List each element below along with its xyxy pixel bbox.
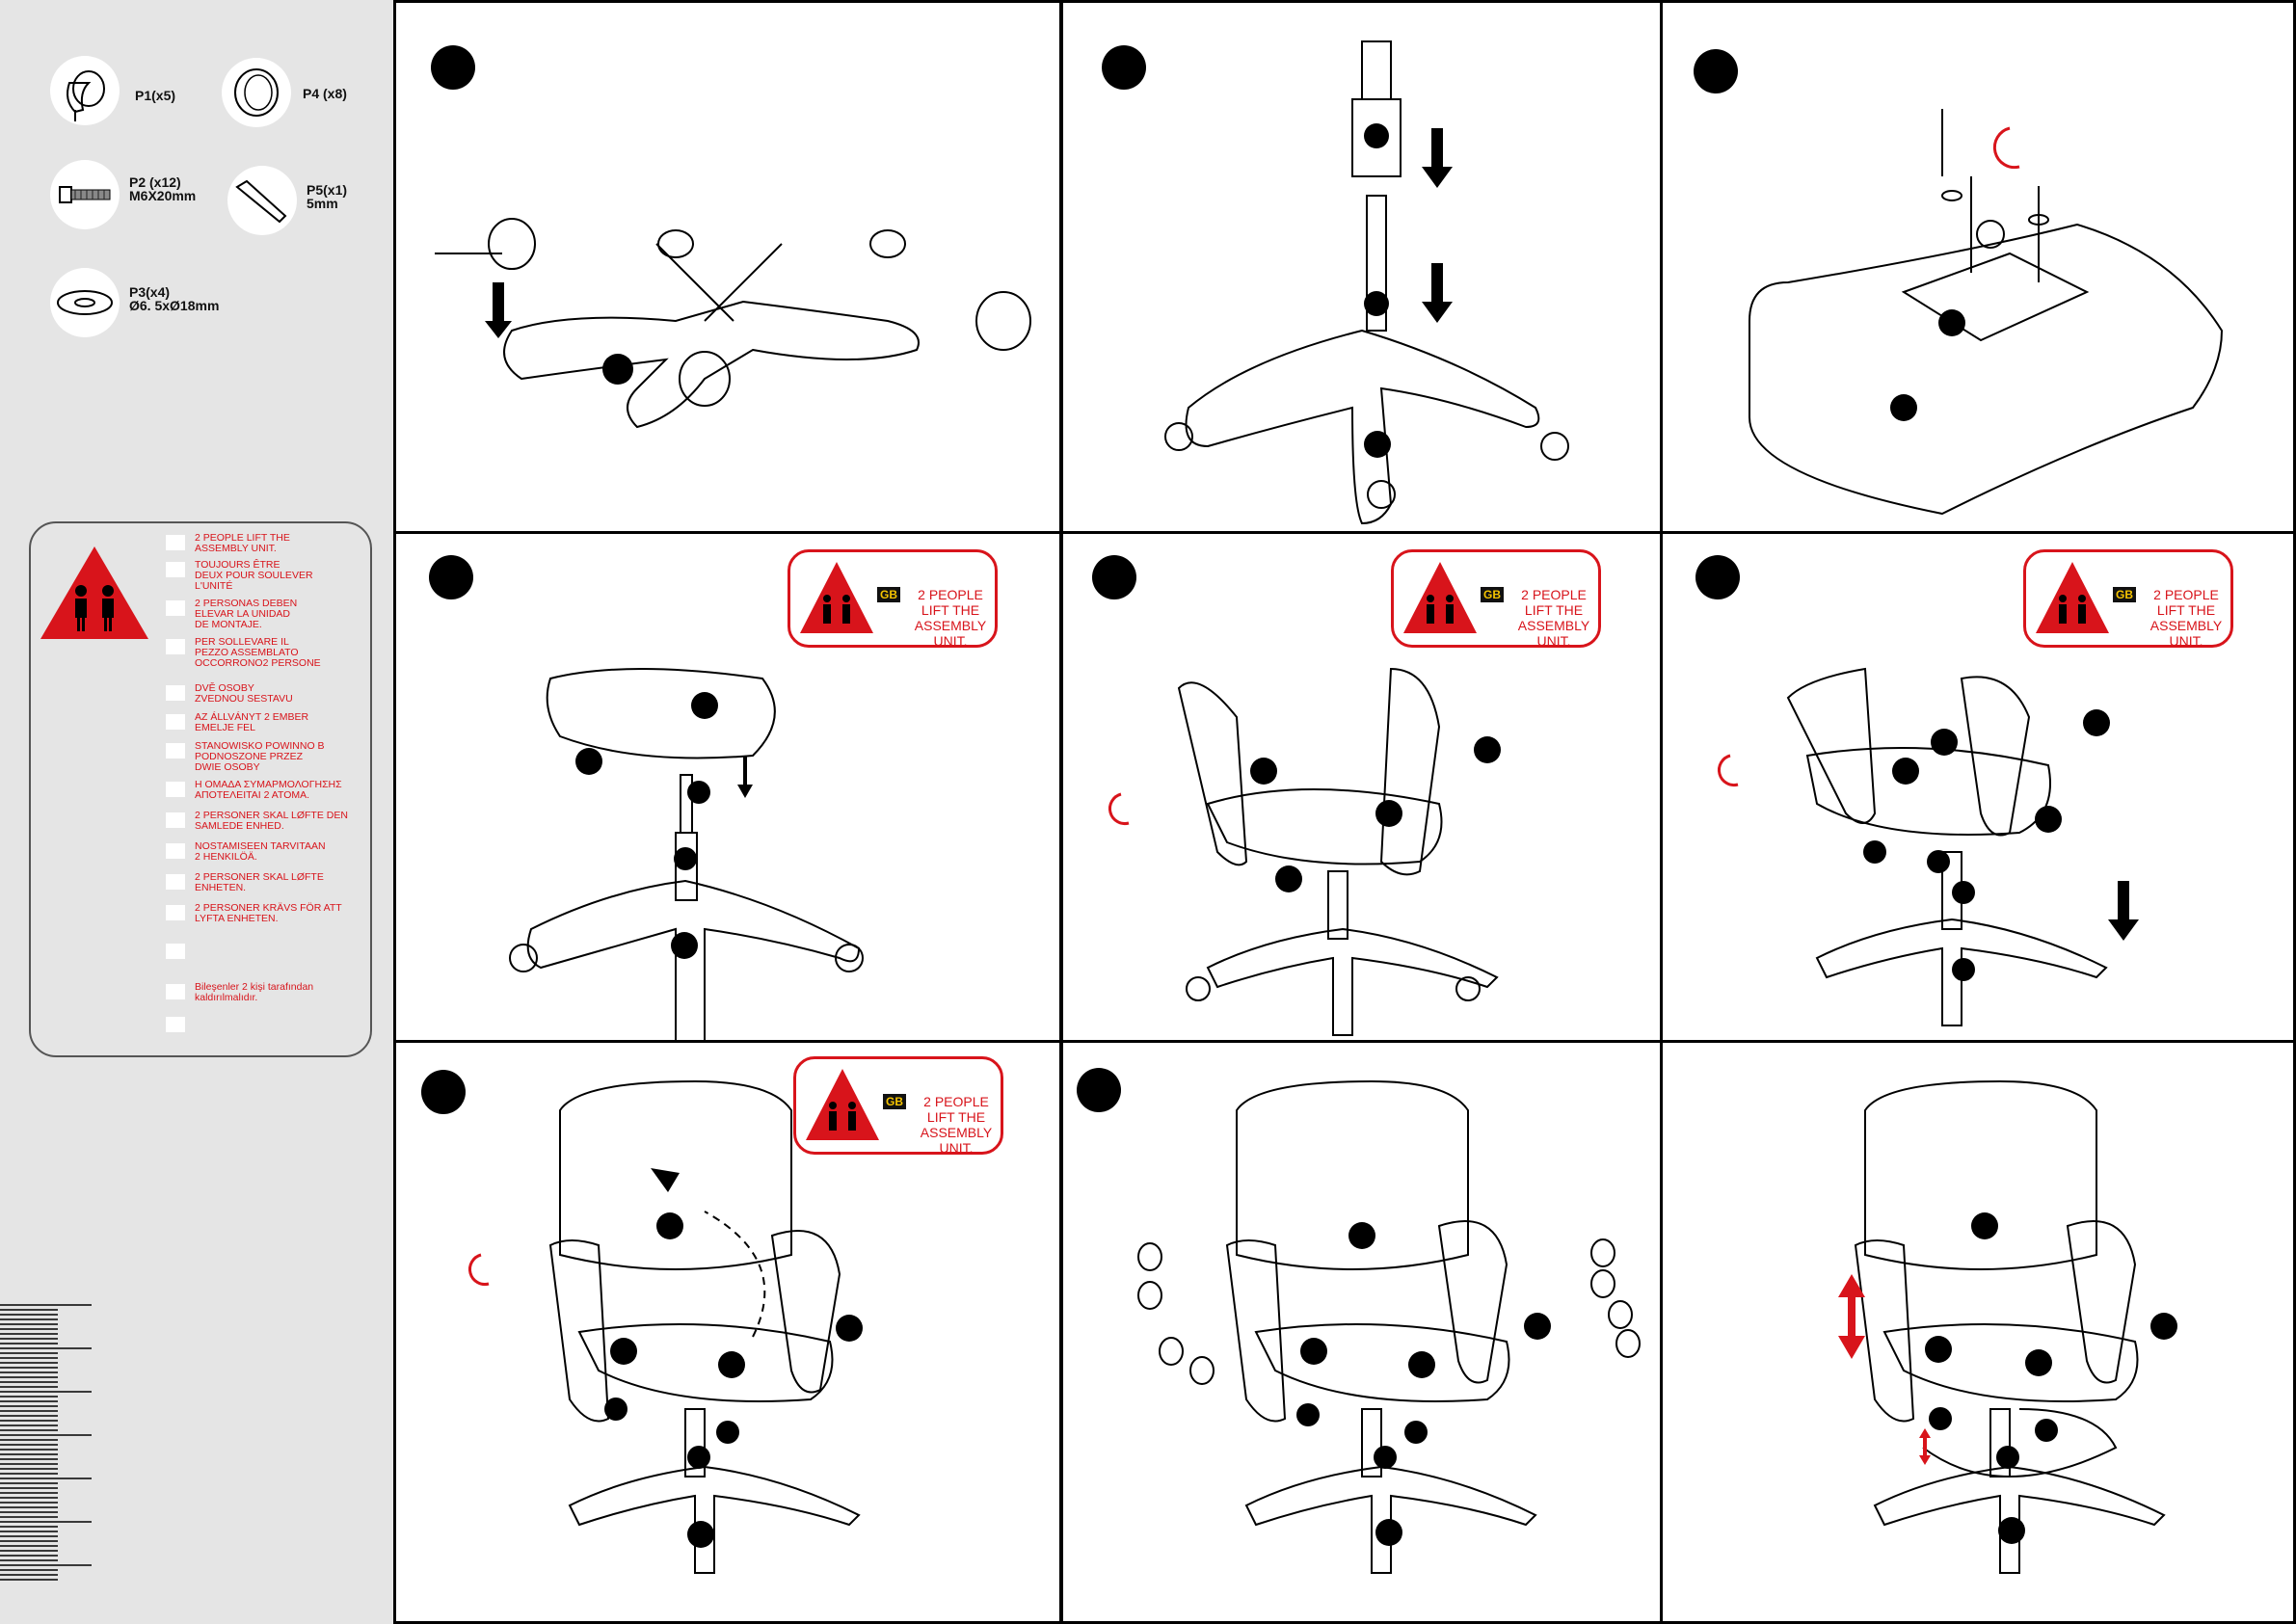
language-flag-box [166, 714, 185, 730]
language-flag-box [166, 843, 185, 859]
language-flag-box [166, 1017, 185, 1032]
backrest-up-illustration [468, 1079, 863, 1574]
language-flag-box [166, 639, 185, 654]
badge-text: 2 PEOPLE LIFT THE ASSEMBLY UNIT. [1517, 587, 1590, 649]
language-code: GB [883, 1094, 906, 1109]
armrests-illustration [1108, 667, 1501, 1036]
backrest-frame-illustration [1718, 667, 2139, 1026]
step-panel-adjust [1660, 1040, 2296, 1624]
two-people-warning-icon [1403, 562, 1477, 633]
language-flag-box [166, 685, 185, 701]
two-people-lift-badge: GB 2 PEOPLE LIFT THE ASSEMBLY UNIT. [793, 1056, 1003, 1156]
part-label-p2: P2 (x12) M6X20mm [129, 174, 197, 203]
step-number-marker [1694, 49, 1738, 93]
part-label-p1: P1(x5) [135, 88, 176, 103]
language-flag-box [166, 743, 185, 759]
cap-icon [222, 58, 291, 127]
badge-text: 2 PEOPLE LIFT THE ASSEMBLY UNIT. [2149, 587, 2223, 649]
part-label-p4: P4 (x8) [303, 86, 347, 101]
parts-sidebar: P1(x5) P4 (x8) P2 (x12) M6X20mm P5(x1) 5… [0, 0, 393, 1624]
step-panel-armrests: GB 2 PEOPLE LIFT THE ASSEMBLY UNIT. [1060, 531, 1663, 1043]
language-flag-box [166, 535, 185, 550]
two-people-lift-badge: GB 2 PEOPLE LIFT THE ASSEMBLY UNIT. [1391, 549, 1601, 649]
wheel-base-illustration [435, 218, 1031, 429]
step-number-marker [1102, 45, 1146, 90]
language-code: GB [877, 587, 900, 602]
bolt-icon [50, 160, 120, 229]
seat-mechanism-illustration [1749, 109, 2224, 516]
two-people-lift-badge: GB 2 PEOPLE LIFT THE ASSEMBLY UNIT. [2023, 549, 2233, 649]
step-panel-gas-lift [1060, 0, 1663, 534]
language-flag-box [166, 600, 185, 616]
badge-text: 2 PEOPLE LIFT THE ASSEMBLY UNIT. [920, 1094, 993, 1156]
step-panel-caps [1060, 1040, 1663, 1624]
scale-ruler [0, 1304, 92, 1581]
seat-on-base-illustration [509, 668, 864, 1040]
badge-text: 2 PEOPLE LIFT THE ASSEMBLY UNIT. [914, 587, 987, 649]
step-number-marker [429, 555, 473, 599]
language-code: GB [2113, 587, 2136, 602]
two-people-warning-icon [2036, 562, 2109, 633]
step-number-marker [1695, 555, 1740, 599]
allen-key-icon [227, 166, 297, 235]
step-panel-backrest-frame: GB 2 PEOPLE LIFT THE ASSEMBLY UNIT. [1660, 531, 2296, 1043]
step-number-marker [1092, 555, 1136, 599]
step-panel-backrest-up: GB 2 PEOPLE LIFT THE ASSEMBLY UNIT. [393, 1040, 1062, 1624]
two-people-warning-icon [40, 546, 148, 639]
language-flag-box [166, 984, 185, 999]
language-code: GB [1481, 587, 1504, 602]
language-flag-box [166, 944, 185, 959]
gas-lift-illustration [1164, 40, 1569, 525]
step-panel-seat-on-base: GB 2 PEOPLE LIFT THE ASSEMBLY UNIT. [393, 531, 1062, 1043]
caster-wheel-icon [50, 56, 120, 125]
step-number-marker [1077, 1068, 1121, 1112]
washer-icon [50, 268, 120, 337]
adjust-illustration [1838, 1079, 2177, 1574]
two-people-lift-badge: GB 2 PEOPLE LIFT THE ASSEMBLY UNIT. [788, 549, 998, 649]
step-number-marker [431, 45, 475, 90]
language-flag-box [166, 812, 185, 828]
language-flag-box [166, 562, 185, 577]
caps-illustration [1137, 1079, 1641, 1574]
part-label-p5: P5(x1) 5mm [307, 182, 348, 211]
step-panel-seat-mechanism [1660, 0, 2296, 534]
language-flag-box [166, 874, 185, 890]
step-panel-wheel-base [393, 0, 1062, 534]
warning-box: 2 PEOPLE LIFT THE ASSEMBLY UNIT. TOUJOUR… [29, 521, 372, 1057]
two-people-warning-icon [800, 562, 873, 633]
step-number-marker [421, 1070, 466, 1114]
two-people-warning-icon [806, 1069, 879, 1140]
language-flag-box [166, 905, 185, 920]
part-label-p3: P3(x4) Ø6. 5xØ18mm [129, 284, 220, 313]
language-flag-box [166, 782, 185, 797]
